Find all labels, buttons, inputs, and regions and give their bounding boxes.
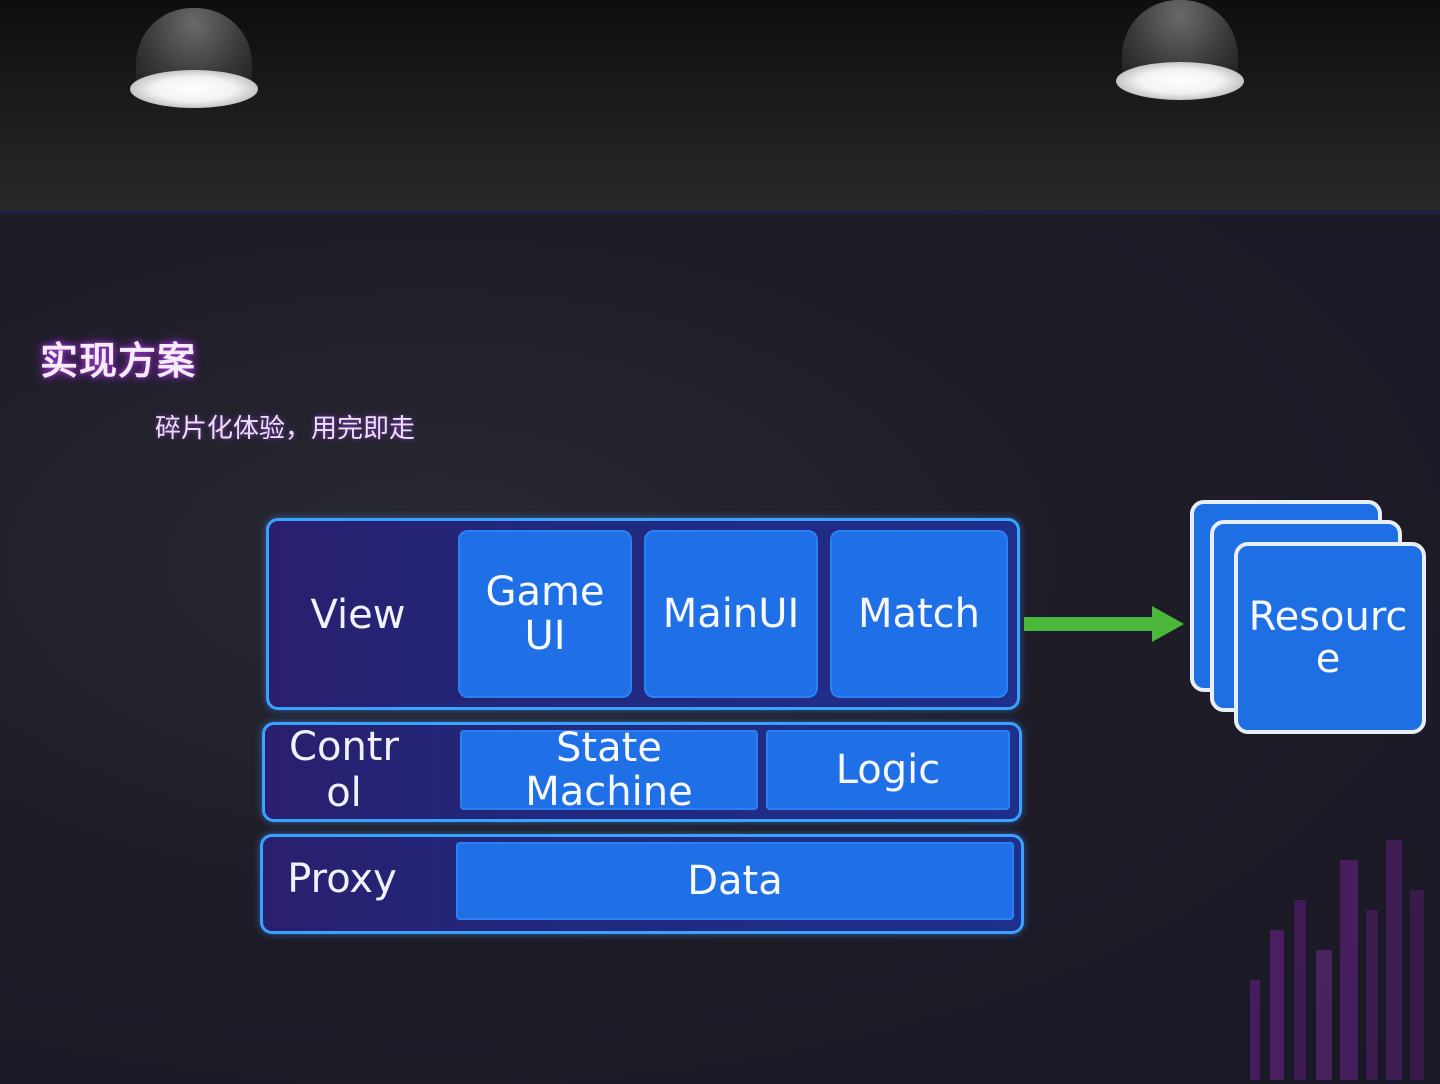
lamp-light [1116,62,1244,100]
match-block: Match [830,530,1008,698]
resource-label: Resourc e [1240,596,1416,680]
control-layer-label: Contr ol [276,722,412,818]
control-label-line1: Contr [289,724,399,770]
logic-block: Logic [766,730,1010,810]
game-ui-label-line2: UI [485,614,604,658]
view-layer-label: View [278,590,438,640]
mainui-block: MainUI [644,530,818,698]
decorative-pattern [1230,820,1440,1080]
slide-title: 实现方案 [40,330,196,385]
control-label-line2: ol [326,770,362,816]
game-ui-block: Game UI [458,530,632,698]
resource-label-line1: Resourc [1240,596,1416,638]
resource-label-line2: e [1240,638,1416,680]
logic-label: Logic [836,748,941,792]
state-machine-label-line2: Machine [525,770,692,814]
match-label: Match [858,592,980,636]
state-machine-label-line1: State [525,726,692,770]
lamp-light [130,70,258,108]
right-arrow-icon [1024,604,1184,644]
data-block: Data [456,842,1014,920]
game-ui-label-line1: Game [485,570,604,614]
state-machine-block: State Machine [460,730,758,810]
slide-subtitle: 碎片化体验，用完即走 [155,408,415,445]
mainui-label: MainUI [663,592,800,636]
data-label: Data [687,859,783,903]
proxy-layer-label: Proxy [272,854,412,904]
ceiling [0,0,1440,225]
